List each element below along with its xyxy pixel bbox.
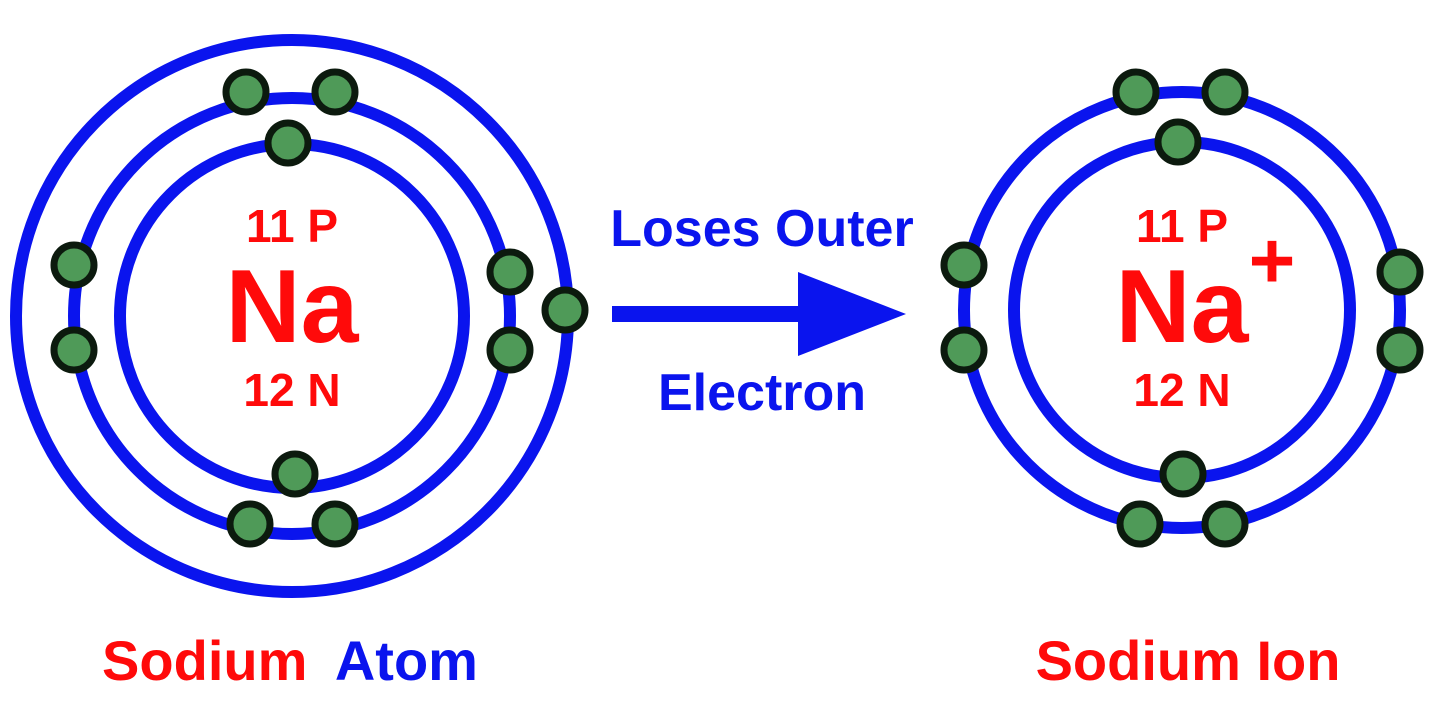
atom-symbol-label: Na xyxy=(226,249,360,365)
electron-icon xyxy=(1376,326,1424,374)
ion-protons-label: 11 P xyxy=(1136,200,1228,252)
atom-middle-shell xyxy=(68,92,516,540)
loses-electron-arrow: Loses Outer Electron xyxy=(610,200,913,422)
ion-charge-label: + xyxy=(1249,216,1296,305)
electron-icon xyxy=(1159,450,1207,498)
electron-icon xyxy=(940,326,988,374)
electron-icon xyxy=(1376,248,1424,296)
electron-icon xyxy=(1116,500,1164,548)
ion-neutrons-label: 12 N xyxy=(1133,364,1230,416)
sodium-atom: 11 P Na 12 N xyxy=(10,34,589,598)
ion-electrons xyxy=(940,68,1424,548)
atom-caption-word1: Sodium xyxy=(102,629,307,692)
atom-caption: Sodium Atom xyxy=(102,629,478,692)
electron-icon xyxy=(264,119,312,167)
electron-icon xyxy=(1154,118,1202,166)
electron-icon xyxy=(222,68,270,116)
ion-caption: Sodium Ion xyxy=(1036,629,1341,692)
ion-outer-shell xyxy=(958,86,1406,534)
atom-neutrons-label: 12 N xyxy=(243,364,340,416)
electron-icon xyxy=(1201,500,1249,548)
arrow-label-line1: Loses Outer xyxy=(610,200,913,258)
electron-icon xyxy=(271,450,319,498)
electron-icon xyxy=(1201,68,1249,116)
ion-symbol-label: Na xyxy=(1116,249,1250,365)
electron-icon xyxy=(226,500,274,548)
electron-icon xyxy=(486,326,534,374)
electron-icon xyxy=(311,500,359,548)
electron-icon xyxy=(541,286,589,334)
atom-caption-word2: Atom xyxy=(335,629,478,692)
electron-icon xyxy=(50,326,98,374)
atom-electrons xyxy=(50,68,589,548)
sodium-ion: 11 P Na + 12 N xyxy=(940,68,1424,548)
electron-icon xyxy=(1112,68,1160,116)
atom-protons-label: 11 P xyxy=(246,200,338,252)
right-arrow-icon xyxy=(798,272,906,356)
electron-icon xyxy=(486,248,534,296)
arrow-label-line2: Electron xyxy=(658,364,866,422)
electron-icon xyxy=(311,68,359,116)
electron-icon xyxy=(940,241,988,289)
electron-icon xyxy=(50,241,98,289)
